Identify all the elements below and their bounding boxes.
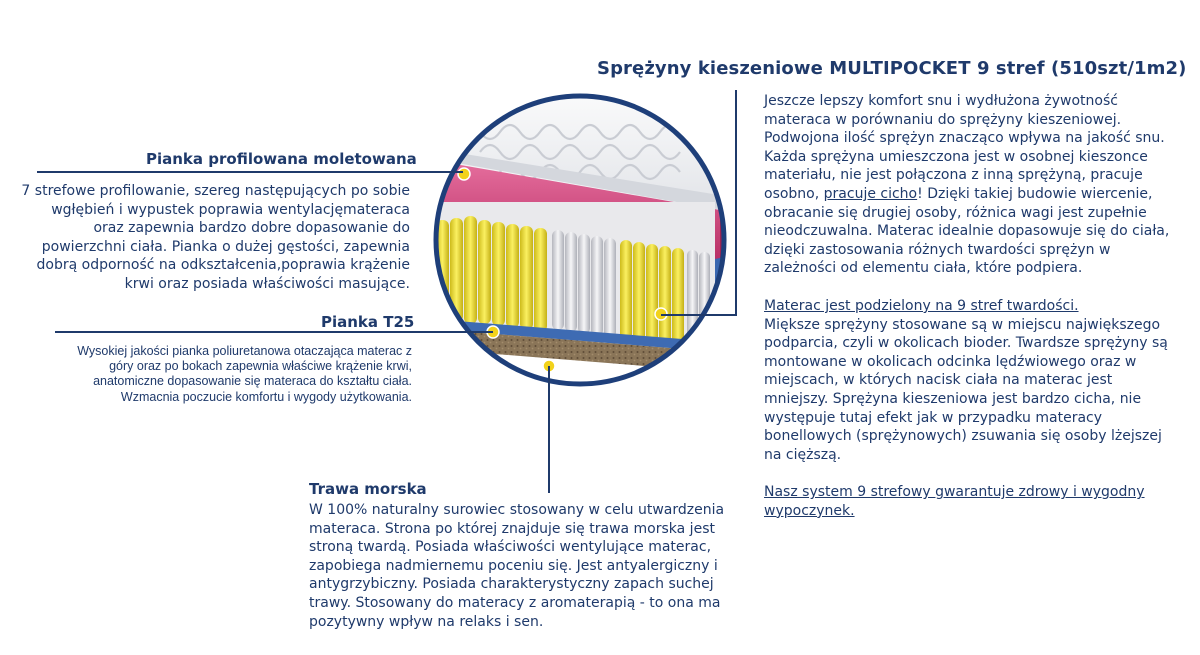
right-paragraph-1: Jeszcze lepszy komfort snu i wydłużona ż… [764, 93, 1165, 147]
right-paragraph-2: Każda sprężyna umieszczona jest w osobne… [764, 148, 1174, 278]
zones-heading-link[interactable]: Materac jest podzielony na 9 stref tward… [764, 297, 1079, 314]
right-description: Jeszcze lepszy komfort snu i wydłużona ż… [764, 92, 1174, 520]
text-pianka-t25: Wysokiej jakości pianka poliuretanowa ot… [77, 344, 412, 404]
system-guarantee-link[interactable]: Nasz system 9 strefowy gwarantuje zdrowy… [764, 484, 1145, 519]
leader-line-profil [37, 171, 463, 173]
page-title: Sprężyny kieszeniowe MULTIPOCKET 9 stref… [597, 58, 1187, 79]
right-p2-part-b: ! Dzięki takiej budowie wiercenie, obrac… [764, 185, 1170, 277]
leader-line-trawa [548, 366, 550, 493]
quiet-springs-link[interactable]: pracuje cicho [823, 185, 918, 202]
mattress-cross-section-illustration [433, 93, 727, 387]
leader-line-t25 [55, 331, 493, 333]
heading-trawa-morska: Trawa morska [309, 480, 427, 498]
leader-line-right-h [661, 314, 737, 316]
text-pianka-profilowana: 7 strefowe profilowanie, szereg następuj… [21, 183, 410, 292]
right-paragraph-3: Miększe sprężyny stosowane są w miejscu … [764, 316, 1168, 463]
heading-pianka-t25: Pianka T25 [321, 313, 415, 331]
text-trawa-morska: W 100% naturalny surowiec stosowany w ce… [309, 502, 725, 630]
leader-line-right-v [735, 90, 737, 315]
right-p2-part-a: Każda sprężyna umieszczona jest w osobne… [764, 148, 1148, 202]
heading-pianka-profilowana: Pianka profilowana moletowana [146, 150, 417, 168]
